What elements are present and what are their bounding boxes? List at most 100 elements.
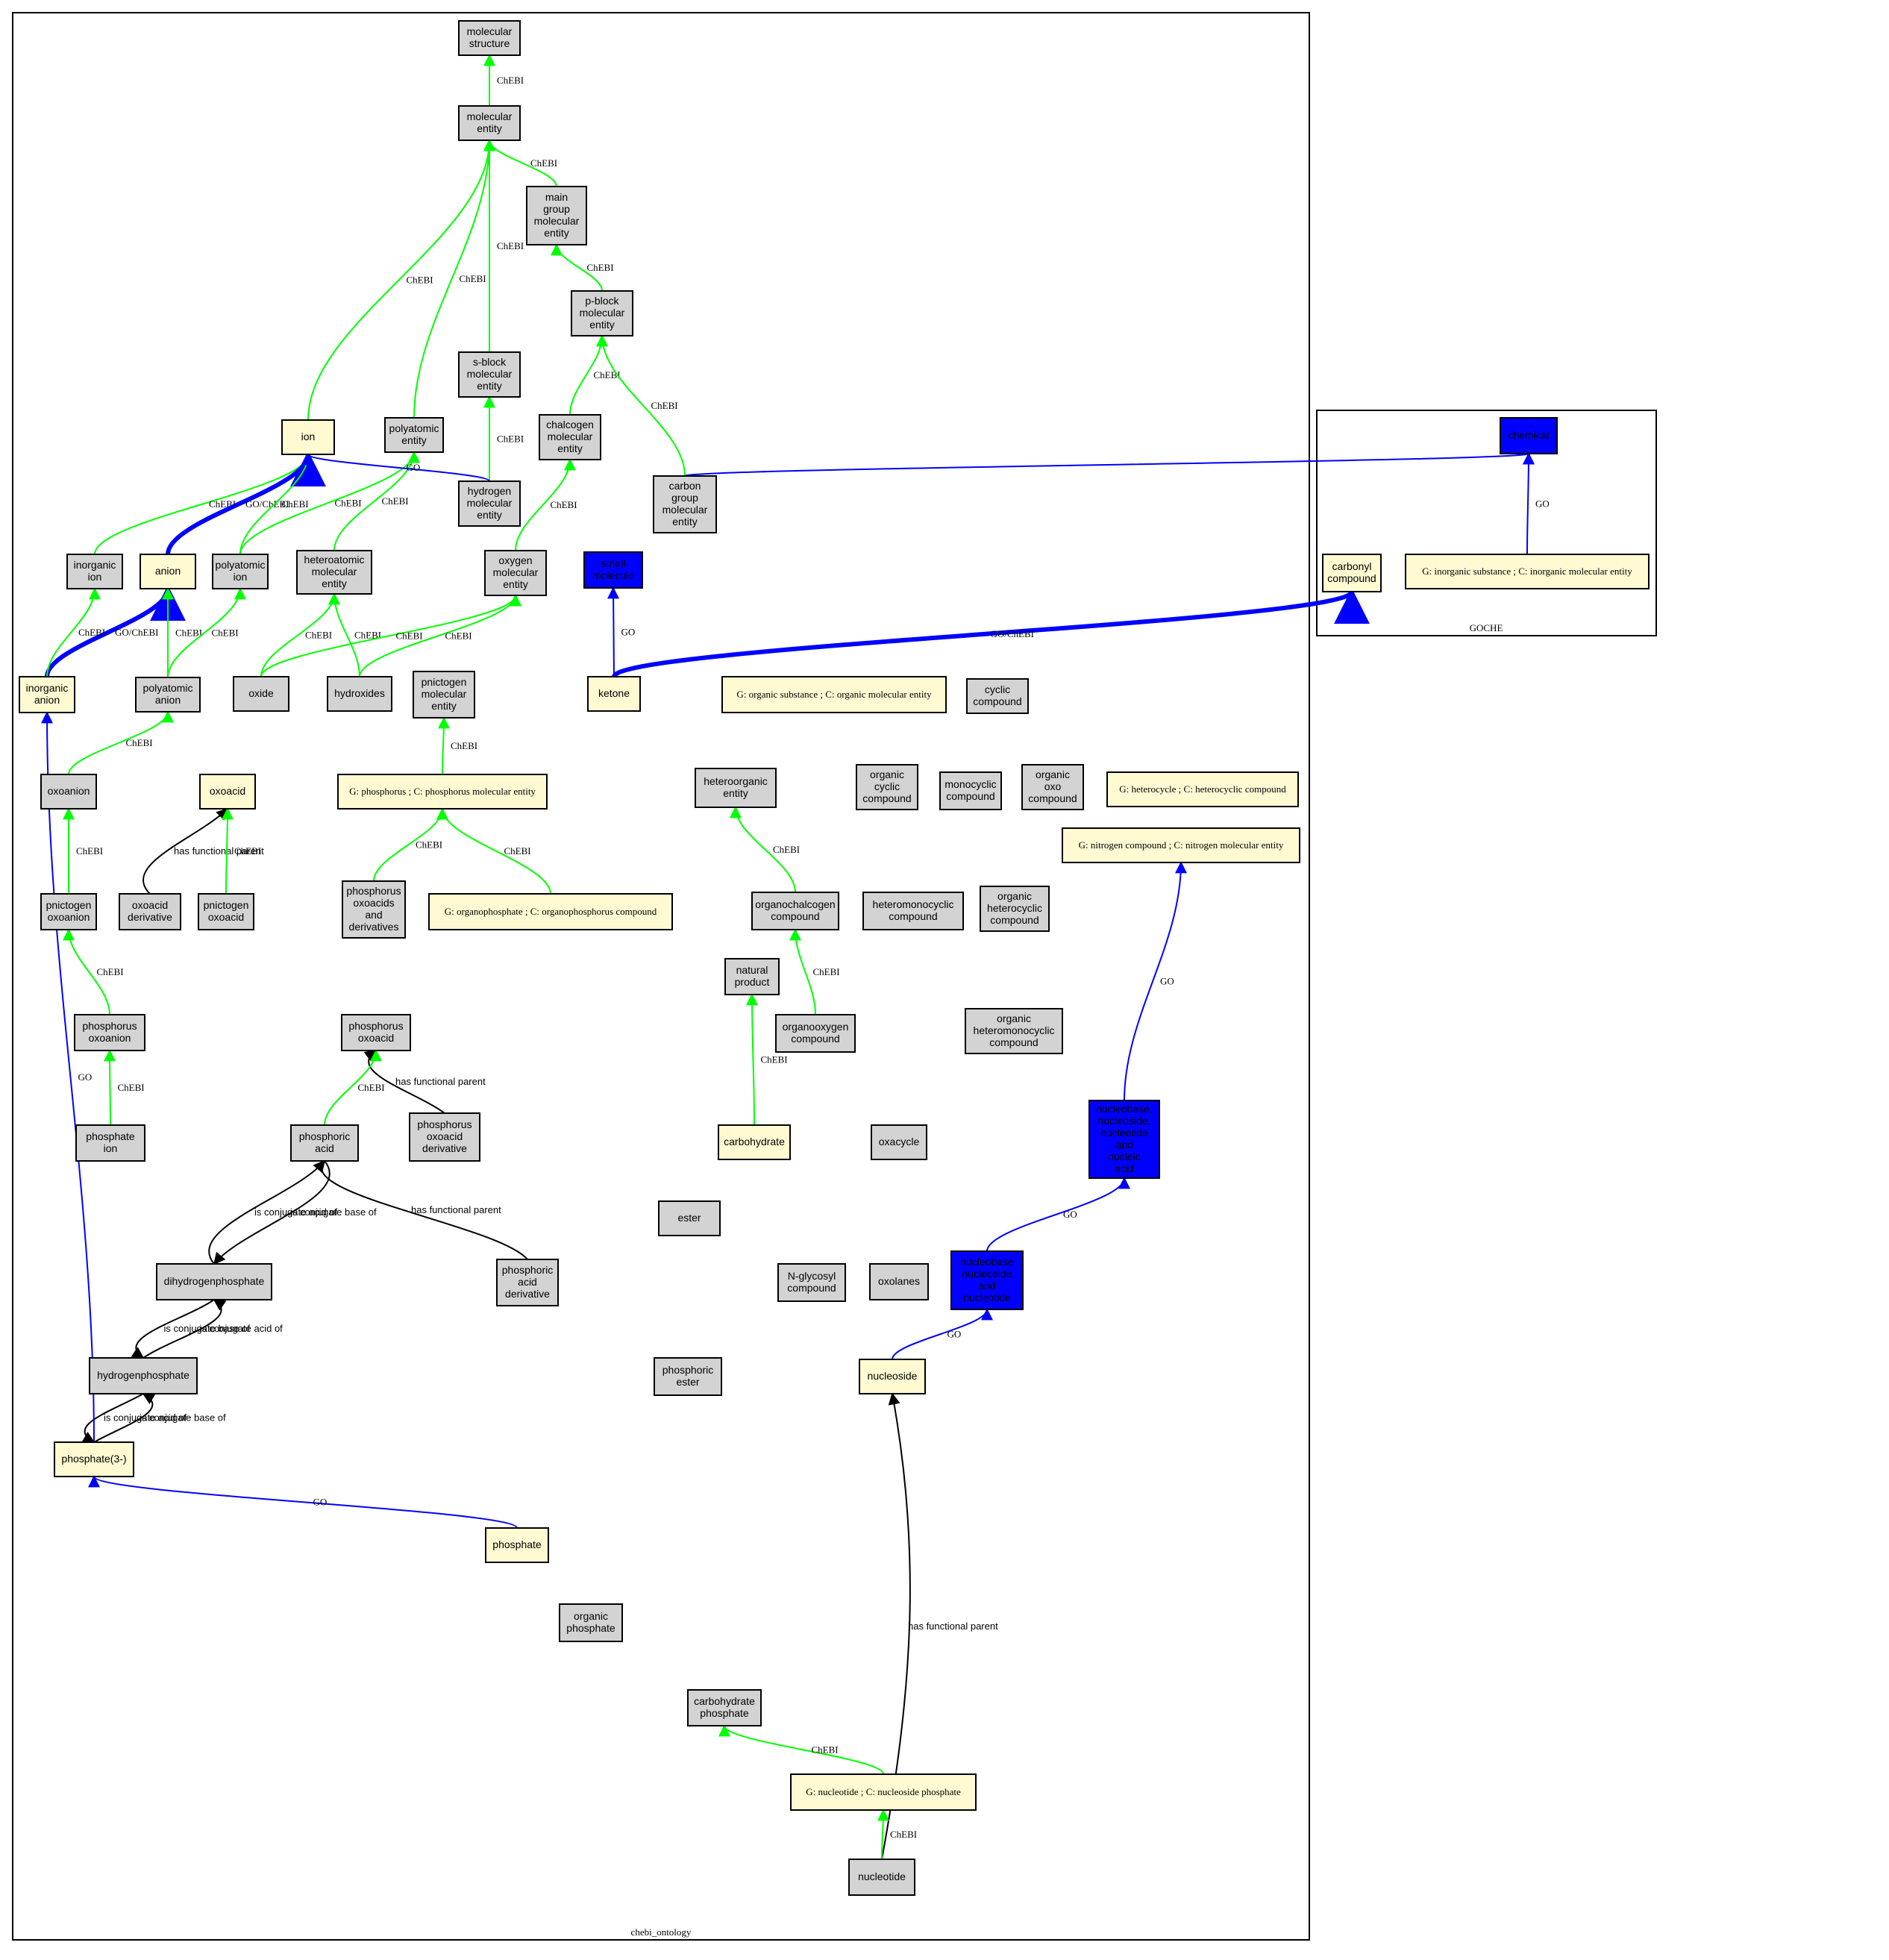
node-label: cyclic [874,780,900,792]
node-ketone: ketone [587,676,641,712]
node-label: molecule [592,569,634,581]
node-box [871,1124,927,1160]
node-label: compound [990,914,1039,926]
node-g-heterocycle: G: heterocycle ; C: heterocyclic compoun… [1106,771,1299,807]
edge-label: GO [1063,1209,1077,1220]
node-label: carbohydrate [694,1695,755,1707]
node-label: entity [477,509,501,521]
node-box [939,771,1002,810]
node-label: s-block [473,356,507,368]
edge-polyatomic_entity-heteroatomic [333,451,420,551]
edge-hydrogen_entity-ion [302,453,490,482]
edge-label: ChEBI [175,627,202,639]
edge-carbohydrate_phosphate-g_nucleotide [718,1724,884,1775]
edge-phosphoric_acid-dihydrogenphosphate [208,1159,326,1265]
node-label: acid [315,1142,334,1154]
node-label: organic [997,1012,1031,1024]
node-dihydrogenphosphate: dihydrogenphosphate [156,1263,272,1300]
node-box [485,1527,549,1563]
node-label: molecular [467,497,513,509]
node-label: carbohydrate [724,1136,785,1147]
edge-label: ChEBI [551,499,577,510]
node-box [496,1259,559,1306]
node-box [233,676,289,712]
edge-label: ChEBI [118,1082,145,1093]
edge-label: ChEBI [497,75,524,86]
node-box [40,893,97,930]
node-g-organic: G: organic substance ; C: organic molecu… [721,676,947,713]
node-box [198,893,254,930]
edge-label: GO [1535,498,1550,510]
edge-oxygen_entity-oxide [260,594,521,677]
node-box [583,551,643,589]
node-label: entity [401,434,426,446]
edge-label: ChEBI [460,273,486,284]
node-box [458,105,521,141]
node-label: derivative [505,1288,550,1300]
node-label: G: heterocycle ; C: heterocyclic compoun… [1119,783,1286,795]
edge-label: ChEBI [358,1082,385,1093]
node-label: phosphoric [502,1264,554,1276]
node-box [695,768,777,808]
edge-dihydrogenphosphate-hydrogenphosphate [142,1299,227,1359]
node-label: nucleobase, [1096,1103,1153,1115]
node-label: and [978,1280,995,1291]
edge-label: ChEBI [234,845,261,857]
node-label: phosphate [700,1707,749,1719]
node-label: organic [574,1610,608,1622]
node-box [199,774,256,810]
edge-label: GO [1160,976,1174,987]
node-label: compound [787,1282,836,1294]
node-label: group [671,492,698,504]
edge-ion-anion [166,451,326,555]
edge-label: GO/ChEBI [115,627,159,638]
node-label: phosphorus [82,1020,137,1032]
node-label: polyatomic [143,682,193,694]
node-box [526,186,587,245]
node-label: molecular [312,566,357,577]
edge-molecular_entity-ion [307,139,495,421]
node-label: phosphorus [346,885,401,897]
edge-label: ChEBI [773,844,800,855]
node-label: organic [870,768,904,780]
node-label: nucleotide [1100,1127,1148,1139]
node-box [653,475,717,533]
node-label: oxoanion [89,1032,131,1044]
edge-oxoacid-oxoacid_derivative [142,807,229,895]
node-label: entity [557,442,582,454]
node-label: nucleobase [960,1256,1014,1268]
node-label: molecular [580,307,625,319]
node-g-organophosphate: G: organophosphate ; C: organophosphorus… [428,893,673,930]
node-label: oxide [248,687,274,699]
node-label: pnictogen [422,676,467,688]
edge-label: ChEBI [530,157,557,169]
node-label: nucleoside, [1098,1115,1151,1127]
node-box [1322,554,1382,592]
edge-label: ChEBI [445,630,472,642]
edge-ion-polyatomic_ion [239,453,314,555]
node-label: ester [676,1376,699,1388]
edge-label: ChEBI [497,433,524,445]
edges-layer: ChEBI ChEBI ChEBI ChEBI ChEBI ChEBI ChEBI ChEBI… [41,54,1550,1860]
node-label: G: nucleotide ; C: nucleoside phosphate [806,1786,961,1797]
node-label: entity [723,787,748,799]
node-box [1021,764,1084,810]
node-nucleoside: nucleoside [859,1359,926,1394]
node-label: heteromonocyclic [974,1024,1055,1036]
edge-label: GO [407,462,421,473]
node-label: molecular [422,688,467,700]
node-box [950,1250,1024,1310]
edge-phosphorus_oxoacid-phosphorus_oxoacid_derivative [363,1050,445,1114]
edge-label: ChEBI [416,839,442,851]
node-oxide: oxide [233,676,289,712]
